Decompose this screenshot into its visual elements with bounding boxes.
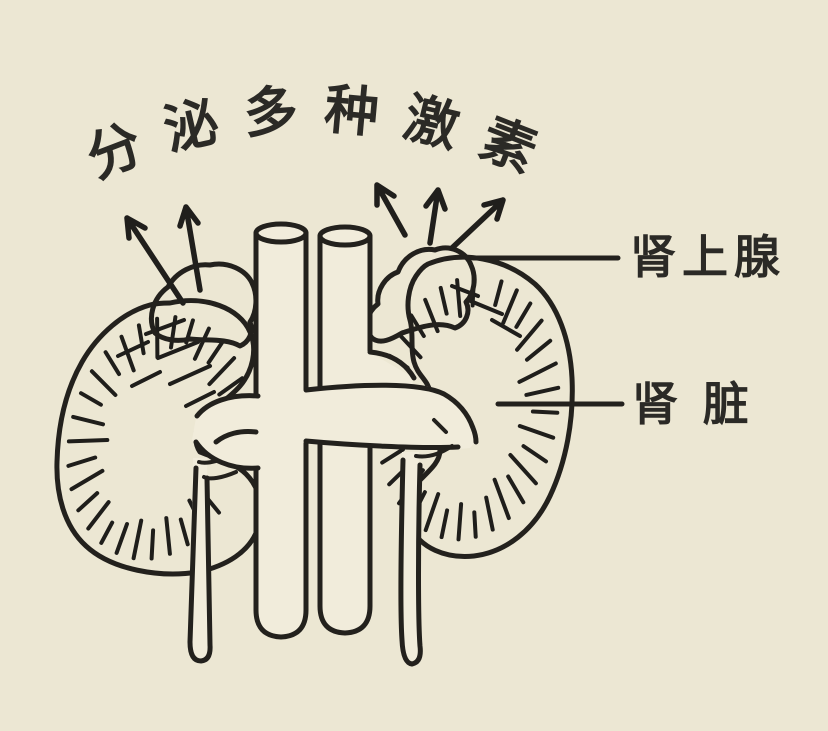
left-branch-fill bbox=[192, 395, 262, 469]
vena-cava-vessel bbox=[253, 221, 309, 640]
left-ureter bbox=[187, 454, 238, 664]
hormone-arrows-right bbox=[374, 182, 506, 251]
right-ureter bbox=[398, 452, 423, 667]
right-hilum-detail-lines bbox=[414, 418, 454, 459]
vena-cava-tube bbox=[256, 233, 306, 637]
label-kidney: 肾 脏 bbox=[632, 378, 755, 430]
right-ureter-tube bbox=[401, 452, 421, 664]
renal-vessel-branch-right bbox=[300, 349, 479, 459]
aorta-outline bbox=[317, 233, 373, 636]
renal-vessel-branch-left bbox=[192, 393, 262, 471]
aorta-opening bbox=[317, 224, 373, 248]
vena-cava-opening bbox=[253, 221, 309, 245]
left-kidney-hatching bbox=[66, 315, 249, 561]
left-kidney-inner-hatching bbox=[116, 318, 216, 408]
label-adrenal-gland: 肾上腺 bbox=[630, 231, 786, 283]
hormone-arrows-left bbox=[124, 204, 203, 306]
vena-cava-outline bbox=[253, 230, 309, 640]
right-branch-fill bbox=[300, 384, 477, 450]
right-upper-branch-outline bbox=[367, 349, 417, 381]
right-adrenal-gland bbox=[364, 245, 477, 344]
left-kidney-body bbox=[54, 298, 264, 577]
left-ureter-outline bbox=[187, 465, 213, 664]
right-branch-outline bbox=[303, 382, 479, 451]
right-ureter-outline bbox=[398, 457, 423, 667]
left-kidney bbox=[54, 261, 264, 577]
left-branch-outline bbox=[193, 393, 261, 471]
